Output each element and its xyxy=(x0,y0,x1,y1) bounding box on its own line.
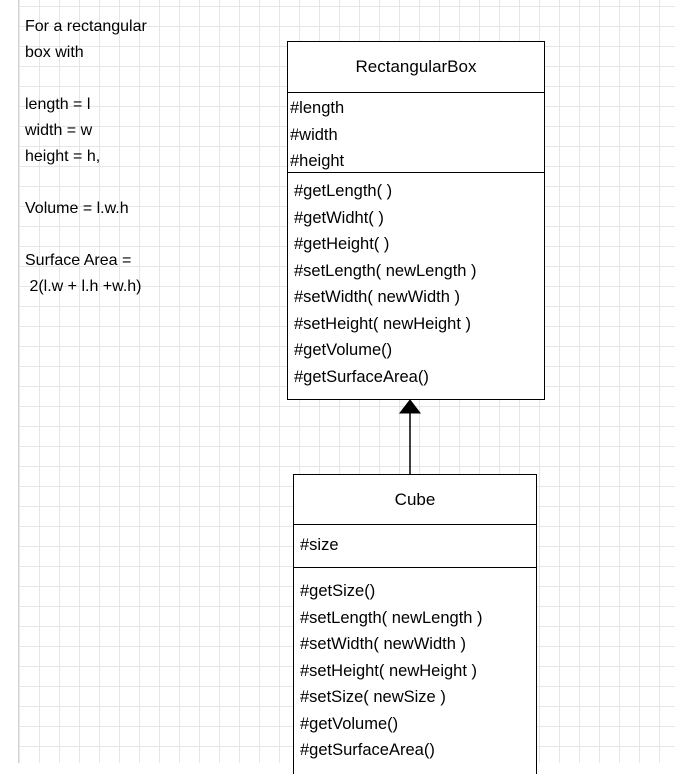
notes-text: For a rectangular box with length = l wi… xyxy=(25,14,195,300)
method-set-size: #setSize( newSize ) xyxy=(300,688,446,706)
class-cube: Cube #size #getSize() #setLength( newLen… xyxy=(293,474,537,774)
method-get-width: #getWidht( ) xyxy=(294,208,384,227)
method-set-width: #setWidth( newWidth ) xyxy=(300,635,466,653)
page-margin-line xyxy=(18,0,19,763)
class-name-cube: Cube xyxy=(294,475,536,525)
methods-cube: #getSize() #setLength( newLength ) #setW… xyxy=(294,568,536,764)
note-surface-label: Surface Area = xyxy=(25,252,132,269)
method-get-length: #getLength( ) xyxy=(294,182,393,200)
class-rectangular-box: RectangularBox #length #width #height #g… xyxy=(287,41,545,400)
method-set-length: #setLength( newLength ) xyxy=(300,608,483,627)
note-intro-line-2: box with xyxy=(25,44,84,61)
attribute-height: #height xyxy=(290,152,345,170)
class-name-rectangular-box: RectangularBox xyxy=(288,42,544,93)
method-get-volume: #getVolume() xyxy=(300,714,399,733)
method-set-width: #setWidth( newWidth ) xyxy=(294,288,460,306)
note-surface-formula: 2(l.w + l.h +w.h) xyxy=(25,278,142,295)
note-length: length = l xyxy=(25,96,91,113)
method-get-volume: #getVolume() xyxy=(294,341,393,359)
attributes-cube: #size xyxy=(294,525,536,568)
note-volume: Volume = l.w.h xyxy=(25,200,129,217)
note-width: width = w xyxy=(25,122,93,139)
attribute-width: #width xyxy=(290,125,338,144)
attribute-length: #length xyxy=(290,99,345,117)
inheritance-arrowhead xyxy=(398,399,422,414)
method-get-surface-area: #getSurfaceArea() xyxy=(300,741,435,759)
method-set-height: #setHeight( newHeight ) xyxy=(300,661,478,680)
method-set-length: #setLength( newLength ) xyxy=(294,261,477,280)
attributes-rectangular-box: #length #width #height xyxy=(288,93,544,173)
method-set-height: #setHeight( newHeight ) xyxy=(294,314,472,333)
method-get-height: #getHeight( ) xyxy=(294,235,390,253)
methods-rectangular-box: #getLength( ) #getWidht( ) #getHeight( )… xyxy=(288,173,544,390)
method-get-size: #getSize() xyxy=(300,582,376,600)
note-intro-line-1: For a rectangular xyxy=(25,18,147,35)
method-get-surface-area: #getSurfaceArea() xyxy=(294,367,429,386)
note-height: height = h, xyxy=(25,148,101,165)
attribute-size: #size xyxy=(300,536,339,554)
